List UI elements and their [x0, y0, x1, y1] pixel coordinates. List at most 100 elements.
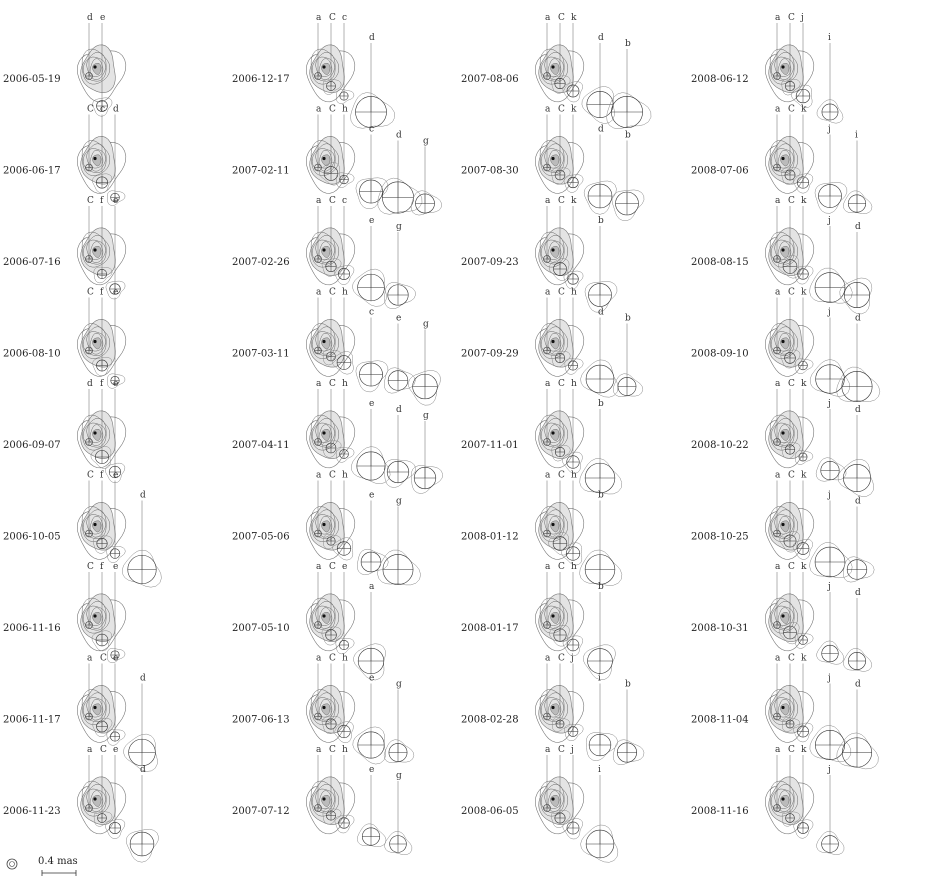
jet-component: j [809, 308, 851, 397]
epoch-date-label: 2008-10-31 [691, 623, 749, 634]
core-contours [764, 684, 815, 743]
component-label: d [113, 105, 119, 115]
jet-component: C [781, 379, 801, 459]
component-label: e [342, 562, 347, 572]
jet-component: C [552, 654, 571, 732]
jet-component: d [836, 314, 881, 402]
jet-component: C [322, 745, 342, 825]
jet-component: e [352, 674, 386, 765]
jet-component: e [107, 562, 126, 664]
component-label: b [598, 216, 604, 226]
jet-component: e [357, 765, 387, 847]
jet-component: a [543, 745, 551, 812]
core-contours [534, 410, 585, 469]
jet-component: j [816, 582, 844, 665]
epoch-date-label: 2006-06-17 [3, 166, 61, 177]
component-label: e [369, 765, 374, 775]
component-label: h [571, 471, 577, 481]
core-contours [534, 318, 585, 377]
core-contours [305, 318, 356, 377]
core-contours [764, 227, 815, 286]
component-label: C [558, 105, 565, 115]
jet-component: d [843, 588, 873, 672]
component-label: C [87, 288, 94, 298]
jet-component: d [126, 765, 159, 863]
jet-component: h [564, 288, 584, 375]
jet-component: i [580, 765, 619, 863]
jet-component: a [773, 654, 781, 721]
component-label: e [113, 654, 118, 664]
epoch-date-label: 2008-09-10 [691, 349, 749, 360]
component-label: e [113, 562, 118, 572]
core-contours [76, 684, 127, 743]
jet-component: d [85, 379, 93, 446]
component-label: C [100, 745, 107, 755]
jet-component: e [92, 13, 113, 117]
component-label: k [571, 105, 577, 115]
component-label: b [625, 680, 631, 690]
jet-component: d [107, 105, 126, 206]
jet-component: e [104, 379, 126, 483]
jet-component: k [793, 654, 814, 743]
component-label: d [855, 680, 861, 690]
jet-component: a [543, 562, 551, 629]
component-label: e [396, 314, 401, 324]
epoch-date-label: 2007-08-30 [461, 166, 519, 177]
core-contours [764, 44, 815, 103]
epoch-date-label: 2006-05-19 [3, 74, 61, 85]
jet-component: C [551, 288, 571, 368]
jet-component: a [543, 13, 551, 80]
jet-component: a [773, 471, 781, 538]
component-label: a [775, 13, 781, 23]
component-label: e [369, 399, 374, 409]
jet-component: c [334, 196, 355, 285]
component-label: C [558, 654, 565, 664]
component-label: a [775, 379, 781, 389]
jet-component: d [377, 131, 423, 215]
component-label: d [87, 13, 93, 23]
jet-component: C [778, 196, 800, 279]
jet-component: a [773, 745, 781, 812]
jet-component: j [791, 13, 813, 108]
component-label: a [545, 745, 551, 755]
jet-component: d [843, 497, 875, 583]
component-label: a [775, 654, 781, 664]
epoch-date-label: 2007-05-10 [232, 623, 290, 634]
epoch-date-label: 2006-11-17 [3, 715, 61, 726]
component-label: e [369, 674, 374, 684]
jet-component: e [351, 399, 391, 485]
jet-component: j [809, 216, 853, 304]
component-label: e [113, 288, 118, 298]
component-label: j [827, 125, 831, 135]
core-contours [76, 593, 127, 652]
component-label: f [100, 288, 104, 298]
jet-component: e [352, 216, 387, 307]
component-label: a [316, 654, 322, 664]
jet-component: i [843, 131, 873, 214]
core-contours [764, 776, 815, 835]
component-label: C [788, 196, 795, 206]
jet-component: a [314, 562, 322, 629]
jet-component: a [773, 288, 781, 355]
component-label: a [87, 745, 93, 755]
jet-component: a [353, 582, 386, 681]
jet-component: C [549, 562, 570, 647]
component-label: d [855, 588, 861, 598]
jet-component: h [335, 379, 355, 463]
jet-component: j [809, 674, 852, 762]
component-label: d [598, 33, 604, 43]
jet-component: j [809, 491, 853, 579]
jet-component: b [611, 131, 645, 221]
jet-component: C [550, 13, 571, 94]
jet-component: a [543, 471, 551, 538]
epoch-date-label: 2006-08-10 [3, 349, 61, 360]
core-contours [764, 410, 815, 469]
jet-component: C [321, 562, 342, 646]
